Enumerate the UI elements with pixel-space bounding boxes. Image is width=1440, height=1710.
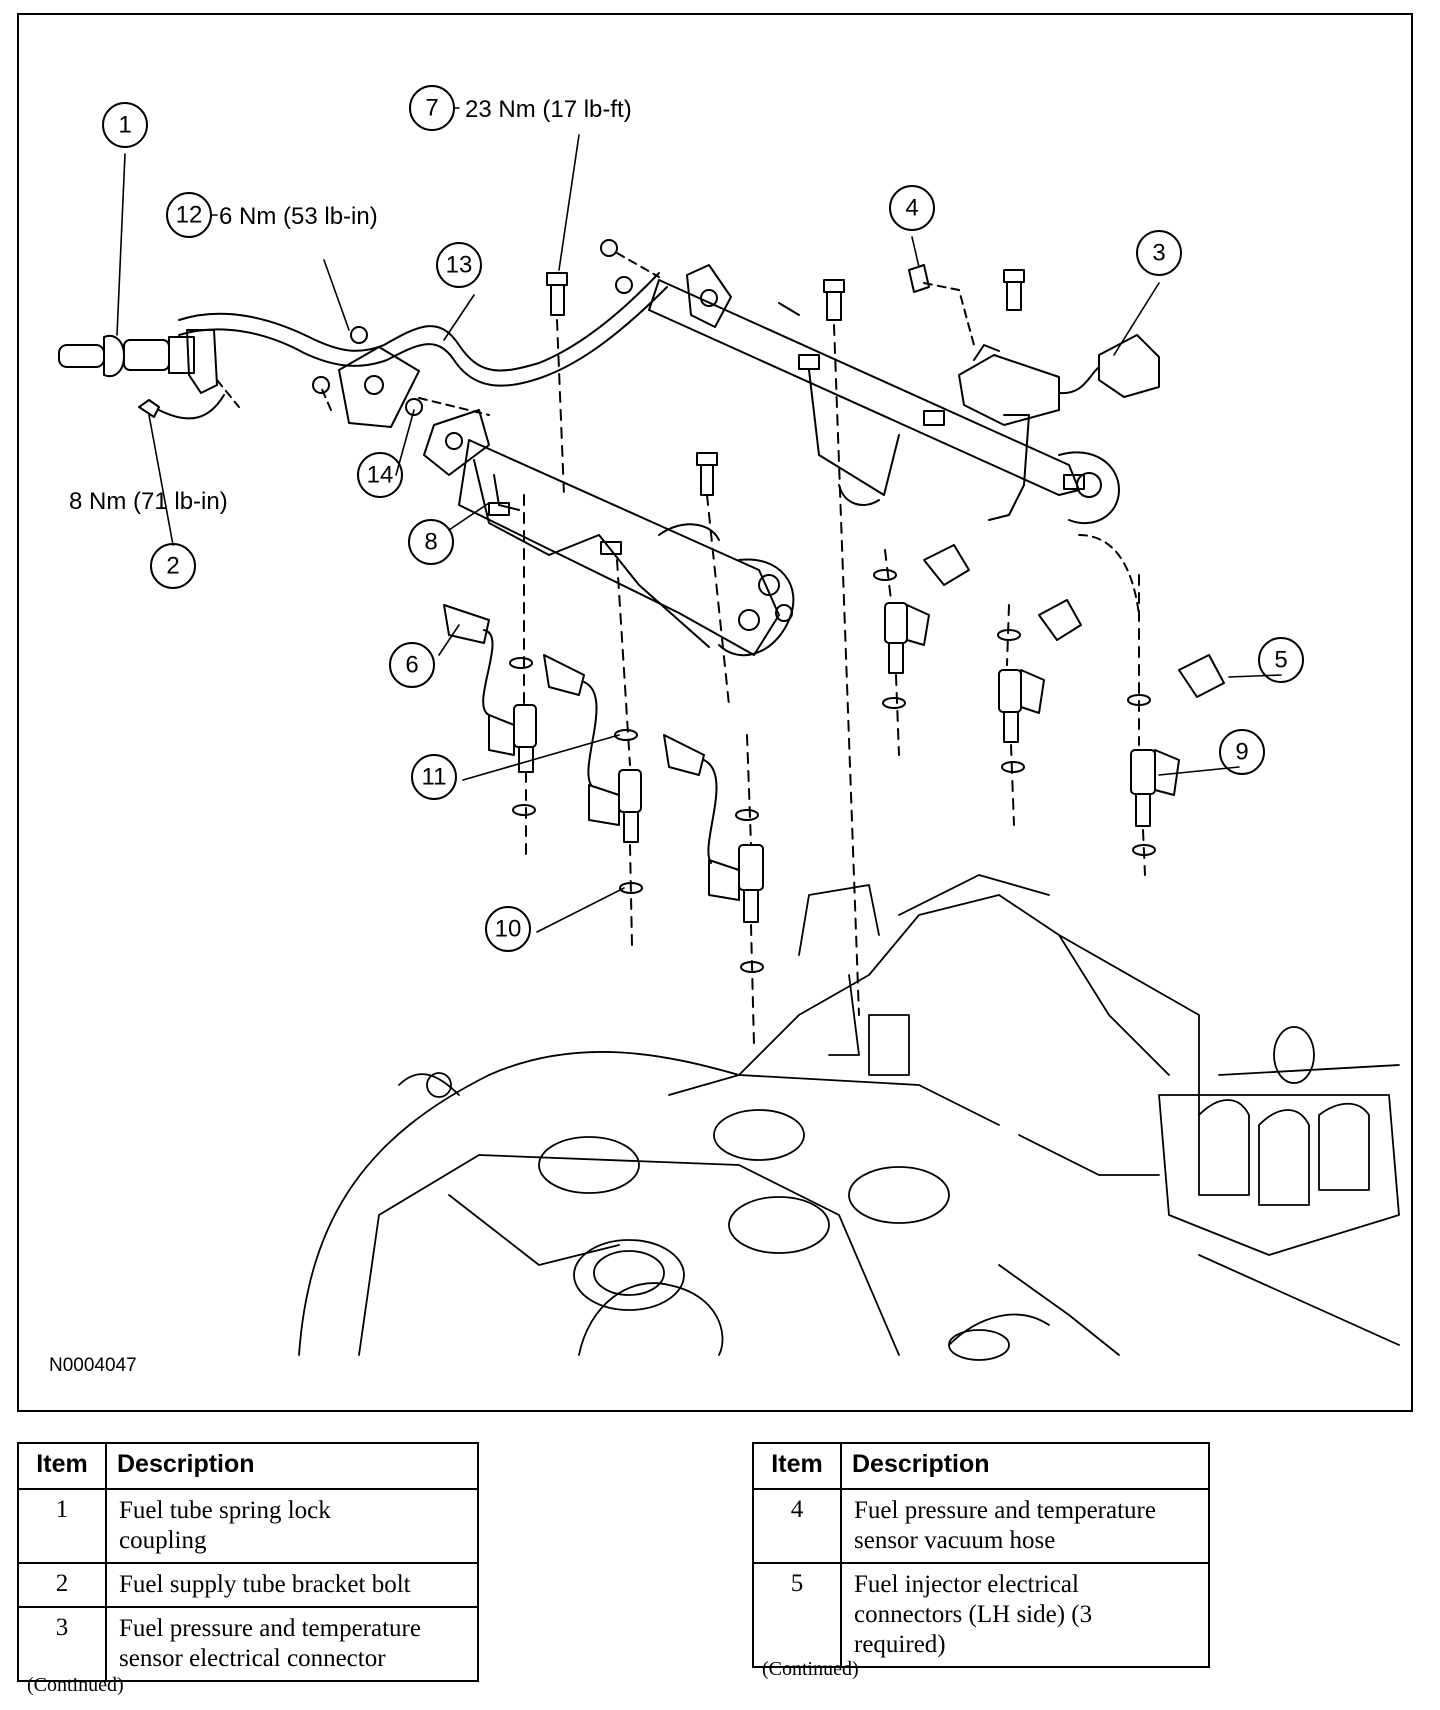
callout-leaders xyxy=(116,134,1282,933)
callout-10: 10 xyxy=(495,916,522,943)
table-row: 2 Fuel supply tube bracket bolt xyxy=(17,1562,479,1608)
rail-flanges xyxy=(320,346,490,476)
torque-spec-12: 6 Nm (53 lb-in) xyxy=(219,203,378,230)
item-number: 2 xyxy=(17,1562,107,1608)
rail-bolts xyxy=(312,239,1025,1016)
callout-1: 1 xyxy=(118,112,131,139)
legend-table-left: Item Description 1 Fuel tube spring lock… xyxy=(17,1442,479,1682)
item-number: 1 xyxy=(17,1488,107,1564)
item-number: 3 xyxy=(17,1606,107,1682)
callout-4: 4 xyxy=(905,195,918,222)
torque-spec-2: 8 Nm (71 lb-in) xyxy=(69,488,228,515)
callout-11: 11 xyxy=(422,764,447,791)
callout-13: 13 xyxy=(446,252,473,279)
fuel-injectors-rh xyxy=(884,534,1225,876)
fuel-rail-lh xyxy=(458,439,795,657)
header-item: Item xyxy=(752,1442,842,1490)
item-description: Fuel pressure and temperature sensor vac… xyxy=(840,1488,1210,1564)
spring-lock-coupling xyxy=(58,335,195,377)
callout-3: 3 xyxy=(1152,240,1165,267)
item-description: Fuel pressure and temperature sensor ele… xyxy=(105,1606,479,1682)
fuel-rail-diagram: 1 2 3 4 5 6 7 8 9 10 11 12 13 14 23 Nm (… xyxy=(58,85,1400,1361)
legend-header-row: Item Description xyxy=(17,1442,479,1490)
header-description: Description xyxy=(840,1442,1210,1490)
fuel-injectors-lh xyxy=(443,494,764,1046)
table-row: 3 Fuel pressure and temperature sensor e… xyxy=(17,1606,479,1682)
continued-note-right: (Continued) xyxy=(762,1658,859,1680)
item-description: Fuel injector electrical connectors (LH … xyxy=(840,1562,1210,1668)
callout-7: 7 xyxy=(425,95,438,122)
fuel-rail-rh xyxy=(648,264,1120,525)
callout-9: 9 xyxy=(1235,739,1248,766)
legend-header-row: Item Description xyxy=(752,1442,1210,1490)
exploded-view-figure: 1 2 3 4 5 6 7 8 9 10 11 12 13 14 23 Nm (… xyxy=(17,13,1413,1412)
item-number: 5 xyxy=(752,1562,842,1668)
figure-id: N0004047 xyxy=(49,1355,137,1376)
engine-block xyxy=(298,874,1400,1361)
tube-bracket xyxy=(138,329,240,420)
header-item: Item xyxy=(17,1442,107,1490)
item-description: Fuel tube spring lock coupling xyxy=(105,1488,479,1564)
callout-12: 12 xyxy=(176,202,203,229)
torque-spec-7: 23 Nm (17 lb-ft) xyxy=(465,96,632,123)
callout-6: 6 xyxy=(405,652,418,679)
callout-2: 2 xyxy=(166,553,179,580)
pressure-temperature-sensor xyxy=(908,264,1160,426)
callout-circles xyxy=(102,85,1304,952)
table-row: 1 Fuel tube spring lock coupling xyxy=(17,1488,479,1564)
legend-table-right: Item Description 4 Fuel pressure and tem… xyxy=(752,1442,1210,1668)
callout-5: 5 xyxy=(1274,647,1287,674)
o-ring-seals xyxy=(509,569,1156,973)
callout-14: 14 xyxy=(367,462,394,489)
table-row: 5 Fuel injector electrical connectors (L… xyxy=(752,1562,1210,1668)
table-row: 4 Fuel pressure and temperature sensor v… xyxy=(752,1488,1210,1564)
fuel-supply-tube xyxy=(178,272,668,387)
item-description: Fuel supply tube bracket bolt xyxy=(105,1562,479,1608)
header-description: Description xyxy=(105,1442,479,1490)
continued-note-left: (Continued) xyxy=(27,1674,124,1696)
item-number: 4 xyxy=(752,1488,842,1564)
callout-8: 8 xyxy=(424,529,437,556)
